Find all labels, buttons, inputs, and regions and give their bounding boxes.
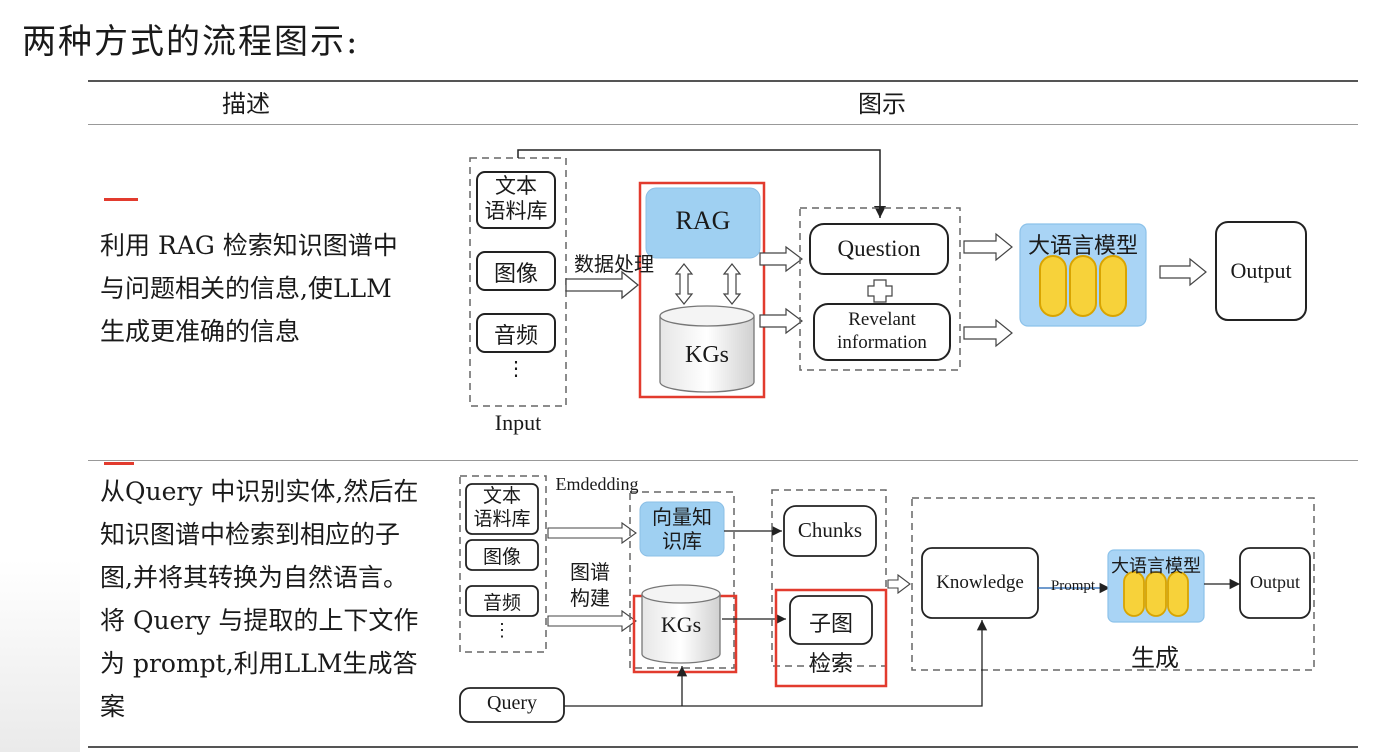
row2-embedding-label: Emdedding bbox=[555, 474, 639, 494]
row1-query-group bbox=[799, 207, 961, 371]
row1-rag-label: RAG bbox=[675, 206, 731, 235]
row2-input-image-label: 图像 bbox=[482, 547, 521, 568]
row1-llm-oval-1 bbox=[1039, 255, 1067, 317]
row1-rag-highlight bbox=[638, 181, 766, 399]
row2-store-group bbox=[629, 491, 735, 669]
column-header-figure: 图示 bbox=[858, 90, 906, 118]
background-texture bbox=[0, 560, 80, 752]
row1-rag-kgs-arrow-left bbox=[674, 263, 694, 305]
row2-chunks-label: Chunks bbox=[797, 518, 863, 542]
row1-llm-to-output-arrow bbox=[1159, 257, 1207, 287]
table-header-rule bbox=[88, 124, 1358, 125]
row1-relevant-label: Revelant information bbox=[837, 309, 927, 353]
row2-generate-group bbox=[911, 497, 1315, 671]
row2-llm-label: 大语言模型 bbox=[1111, 556, 1201, 576]
row2-input-text-box bbox=[465, 483, 539, 535]
row2-marker bbox=[104, 462, 134, 465]
row2-output-label: Output bbox=[1249, 572, 1300, 592]
row2-query-label: Query bbox=[487, 692, 537, 714]
row2-input-audio-label: 音频 bbox=[482, 593, 521, 614]
row2-kgs-cylinder-top bbox=[641, 584, 721, 604]
row1-input-to-question-line bbox=[517, 149, 886, 218]
row2-kgs-cylinder bbox=[641, 594, 721, 664]
row1-input-more-label: ⋮ bbox=[506, 358, 526, 380]
row1-llm-oval-3 bbox=[1099, 255, 1127, 317]
row1-description: 利用 RAG 检索知识图谱中与问题相关的信息,使LLM 生成更准确的信息 bbox=[100, 231, 398, 346]
row1-relevant-box bbox=[813, 303, 951, 361]
row1-relevant-to-llm-arrow bbox=[963, 318, 1013, 348]
row1-input-text-label: 文本 语料库 bbox=[484, 174, 548, 223]
row1-process-arrow bbox=[565, 270, 640, 300]
row2-llm-oval-3 bbox=[1167, 571, 1189, 617]
row2-retrieval-label: 检索 bbox=[808, 651, 853, 676]
row1-input-audio-box bbox=[476, 313, 556, 353]
row2-graph-build-label: 图谱 构建 bbox=[570, 562, 610, 610]
row2-subgraph-label: 子图 bbox=[808, 611, 853, 636]
row1-output-box bbox=[1215, 221, 1307, 321]
row2-graph-build-arrow bbox=[547, 609, 637, 633]
row1-plus-sign bbox=[867, 279, 893, 303]
row2-input-audio-box bbox=[465, 585, 539, 617]
row2-input-group bbox=[459, 475, 547, 653]
row2-input-image-box bbox=[465, 539, 539, 571]
row1-rag-kgs-arrow-right bbox=[722, 263, 742, 305]
row2-generate-label: 生成 bbox=[1131, 646, 1179, 672]
row2-knowledge-label: Knowledge bbox=[936, 572, 1024, 593]
row1-output-label: Output bbox=[1230, 258, 1292, 283]
row1-input-caption: Input bbox=[494, 410, 542, 435]
row1-input-image-box bbox=[476, 251, 556, 291]
row1-question-label: Question bbox=[837, 236, 921, 261]
row2-llm-oval-2 bbox=[1145, 571, 1167, 617]
row1-kgs-cylinder bbox=[659, 316, 755, 393]
page-heading: 两种方式的流程图示: bbox=[22, 22, 360, 62]
row1-llm-oval-2 bbox=[1069, 255, 1097, 317]
row2-vector-store-box bbox=[639, 501, 725, 557]
table-row-divider bbox=[88, 460, 1358, 461]
row2-subgraph-box bbox=[789, 595, 873, 645]
row2-output-box bbox=[1239, 547, 1311, 619]
row2-kgs-label: KGs bbox=[660, 612, 702, 637]
row1-kgs-label: KGs bbox=[684, 342, 729, 368]
row2-knowledge-box bbox=[921, 547, 1039, 619]
row1-input-image-label: 图像 bbox=[493, 261, 538, 286]
row2-prompt-label: Prompt bbox=[1050, 578, 1096, 594]
row2-vector-store-label: 向量知 识库 bbox=[652, 507, 712, 553]
row1-process-label: 数据处理 bbox=[574, 254, 654, 276]
row1-marker bbox=[104, 198, 138, 201]
row1-kgs-cylinder-top bbox=[659, 305, 755, 327]
row2-query-box bbox=[459, 687, 565, 723]
table-top-rule bbox=[88, 80, 1358, 82]
row2-retrieval-group bbox=[771, 489, 887, 667]
row2-subgraph-highlight bbox=[774, 588, 888, 688]
row2-retrieval-to-generate-arrow bbox=[887, 573, 911, 595]
row1-rag-box bbox=[645, 187, 761, 259]
row2-query-to-knowledge-line bbox=[564, 620, 988, 707]
row1-kgs-to-relevant-arrow bbox=[759, 307, 803, 335]
row2-llm-oval-1 bbox=[1123, 571, 1145, 617]
row1-question-box bbox=[809, 223, 949, 275]
row2-description: 从Query 中识别实体,然后在知识图谱中检索到相应的子图,并将其转换为自然语言… bbox=[100, 477, 419, 721]
row2-input-text-label: 文本 语料库 bbox=[473, 486, 531, 530]
table-bottom-rule bbox=[88, 746, 1358, 748]
row1-rag-to-question-arrow bbox=[759, 245, 803, 273]
row2-chunks-box bbox=[783, 505, 877, 557]
row1-llm-label: 大语言模型 bbox=[1027, 233, 1138, 258]
row1-input-audio-label: 音频 bbox=[493, 323, 538, 348]
column-header-description: 描述 bbox=[222, 90, 270, 118]
row2-embedding-arrow bbox=[547, 521, 637, 545]
row1-input-text-box bbox=[476, 171, 556, 229]
row2-input-more-label: ⋮ bbox=[493, 620, 511, 640]
row1-question-to-llm-arrow bbox=[963, 232, 1013, 262]
